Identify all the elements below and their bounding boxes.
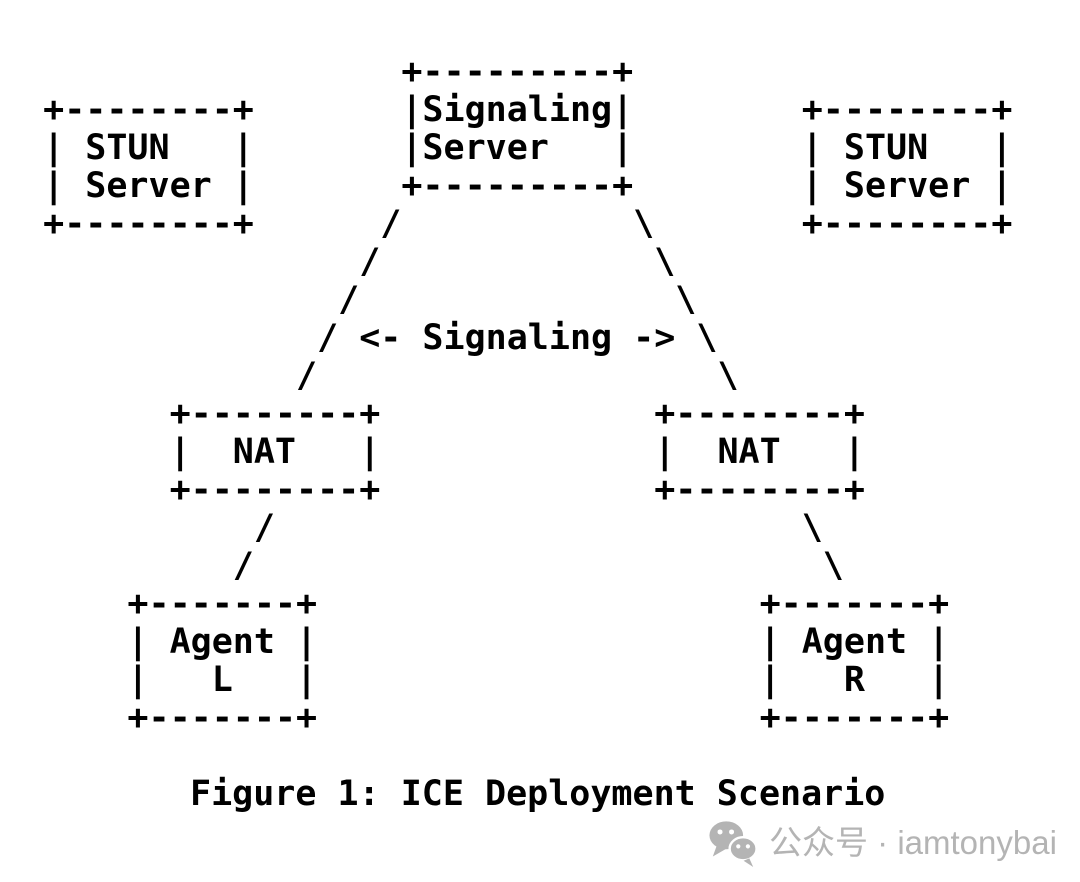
ascii-diagram: +---------+ +--------+ |Signaling| +----… (43, 52, 1013, 738)
watermark-text: 公众号 · iamtonybai (769, 824, 1057, 861)
watermark: 公众号 · iamtonybai (708, 818, 1057, 868)
wechat-icon (709, 821, 758, 868)
figure-caption: Figure 1: ICE Deployment Scenario (190, 774, 886, 814)
